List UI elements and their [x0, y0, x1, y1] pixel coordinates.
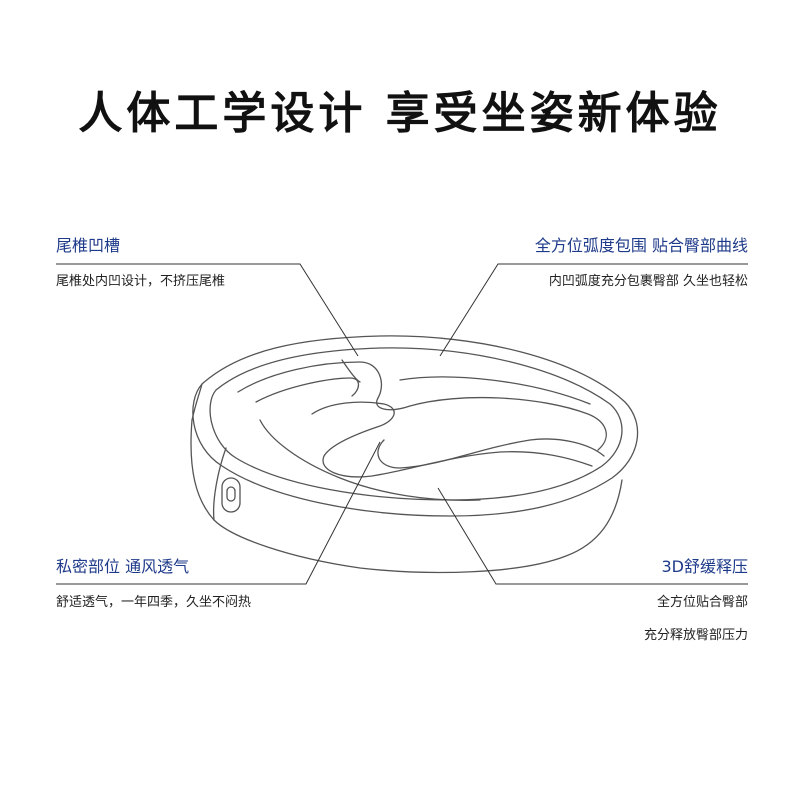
callout-relief-line-2: 充分释放臀部压力 [643, 628, 748, 643]
callout-wrap-heading: 全方位弧度包围 贴合臀部曲线 [534, 236, 748, 255]
callout-vent-heading: 私密部位 通风透气 [56, 557, 190, 576]
callout-relief-line-1: 全方位贴合臀部 [656, 595, 748, 610]
seat-contour-7 [341, 359, 361, 383]
cushion-inner-rim [209, 347, 623, 501]
callout-tailbone-text: 尾椎处内凹设计，不挤压尾椎 [56, 274, 226, 289]
seat-contour-4 [377, 438, 605, 469]
seat-contour-1 [237, 361, 607, 451]
leader-line-relief [437, 487, 748, 585]
cushion-side-band [190, 419, 623, 574]
seat-contour-5 [259, 419, 481, 501]
side-button [221, 477, 241, 513]
cushion-outer-rim [192, 335, 639, 517]
callout-relief-heading: 3D舒缓释压 [661, 557, 748, 576]
seat-contour-2 [255, 377, 360, 403]
callout-tailbone-heading: 尾椎凹槽 [56, 236, 121, 255]
leader-line-wrap [439, 263, 748, 357]
callout-wrap-text: 内凹弧度充分包裹臀部 久坐也轻松 [548, 274, 748, 289]
page-title: 人体工学设计 享受坐姿新体验 [78, 88, 722, 139]
leader-line-vent [56, 441, 381, 585]
seat-contour-6 [399, 376, 591, 405]
callout-vent-text: 舒适透气，一年四季，久坐不闷热 [56, 595, 252, 610]
leader-line-tailbone [56, 263, 359, 357]
seat-contour-3 [311, 401, 593, 478]
